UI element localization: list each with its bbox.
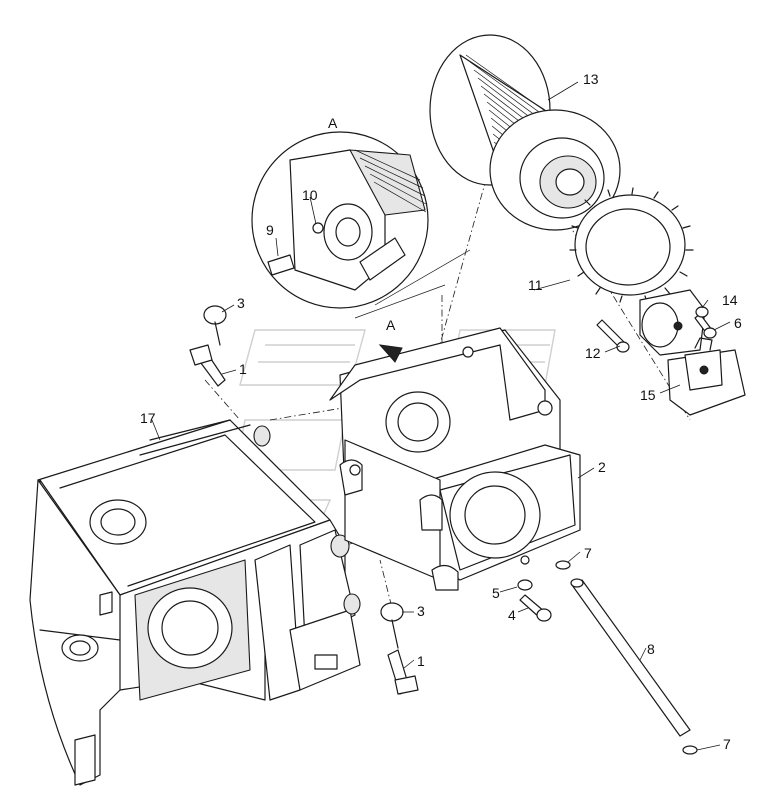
callout-8: 8 [647, 641, 655, 657]
callout-4: 4 [508, 607, 516, 623]
pin-1-lower [387, 649, 419, 695]
detail-label-a: A [328, 115, 338, 131]
callout-2: 2 [598, 459, 606, 475]
callout-7-upper: 7 [584, 545, 592, 561]
view-arrow-a [378, 344, 403, 363]
callout-1-lower: 1 [417, 653, 425, 669]
washer-14 [695, 306, 709, 318]
callout-12: 12 [585, 345, 601, 361]
view-marker-a: A [386, 317, 396, 333]
main-frame-17 [29, 419, 361, 786]
bolt-12 [596, 319, 630, 353]
shaft-8 [570, 578, 691, 737]
ring-teeth [569, 187, 694, 303]
callout-11: 11 [528, 277, 543, 293]
snap-ring-7-upper [555, 560, 571, 570]
callout-9: 9 [266, 222, 274, 238]
callout-14: 14 [722, 292, 738, 308]
detail-view-a [251, 131, 429, 309]
callout-13: 13 [583, 71, 599, 87]
detail-rope-windings [354, 149, 427, 213]
callout-leaders [151, 81, 731, 751]
snap-ring-7-lower [682, 745, 698, 755]
callout-10: 10 [302, 187, 318, 203]
callout-labels: 13 11 14 6 12 15 2 7 5 4 8 7 3 1 3 1 17 … [140, 71, 742, 752]
hydraulic-motor-15 [639, 289, 746, 416]
callout-1-upper: 1 [239, 361, 247, 377]
detail-leader-lines [354, 249, 471, 319]
clip-3-upper [203, 305, 227, 346]
bolt-6 [694, 313, 717, 339]
bolt-4 [519, 594, 552, 622]
callout-6: 6 [734, 315, 742, 331]
callout-3-upper: 3 [237, 295, 245, 311]
clip-3-lower [380, 602, 404, 649]
winch-housing-2 [329, 327, 581, 591]
callout-17: 17 [140, 410, 156, 426]
toothed-ring-11 [569, 187, 694, 303]
washer-5 [517, 579, 533, 591]
callout-7-lower: 7 [723, 736, 731, 752]
rope-drum-13 [429, 34, 621, 231]
callout-15: 15 [640, 387, 656, 403]
callout-5: 5 [492, 585, 500, 601]
pin-1-upper [189, 344, 226, 387]
callout-3-lower: 3 [417, 603, 425, 619]
